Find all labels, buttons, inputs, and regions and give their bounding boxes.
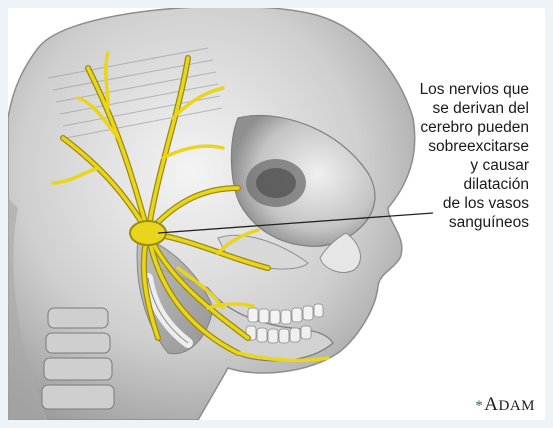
caption-line: Los nervios que: [420, 80, 529, 99]
caption-line: dilatación: [420, 175, 529, 194]
caption: Los nervios que se derivan del cerebro p…: [420, 80, 529, 232]
caption-line: sanguíneos: [420, 213, 529, 232]
caption-line: de los vasos: [420, 194, 529, 213]
caption-line: se derivan del: [420, 99, 529, 118]
logo-text-rest: DAM: [498, 398, 535, 414]
adam-logo: *ADAM: [475, 394, 535, 416]
caption-line: cerebro pueden: [420, 118, 529, 137]
adam-logo-icon: *: [475, 398, 483, 414]
logo-text-first: A: [484, 394, 498, 415]
diagram-panel: Los nervios que se derivan del cerebro p…: [8, 8, 545, 420]
caption-line: y causar: [420, 156, 529, 175]
caption-line: sobreexcitarse: [420, 137, 529, 156]
